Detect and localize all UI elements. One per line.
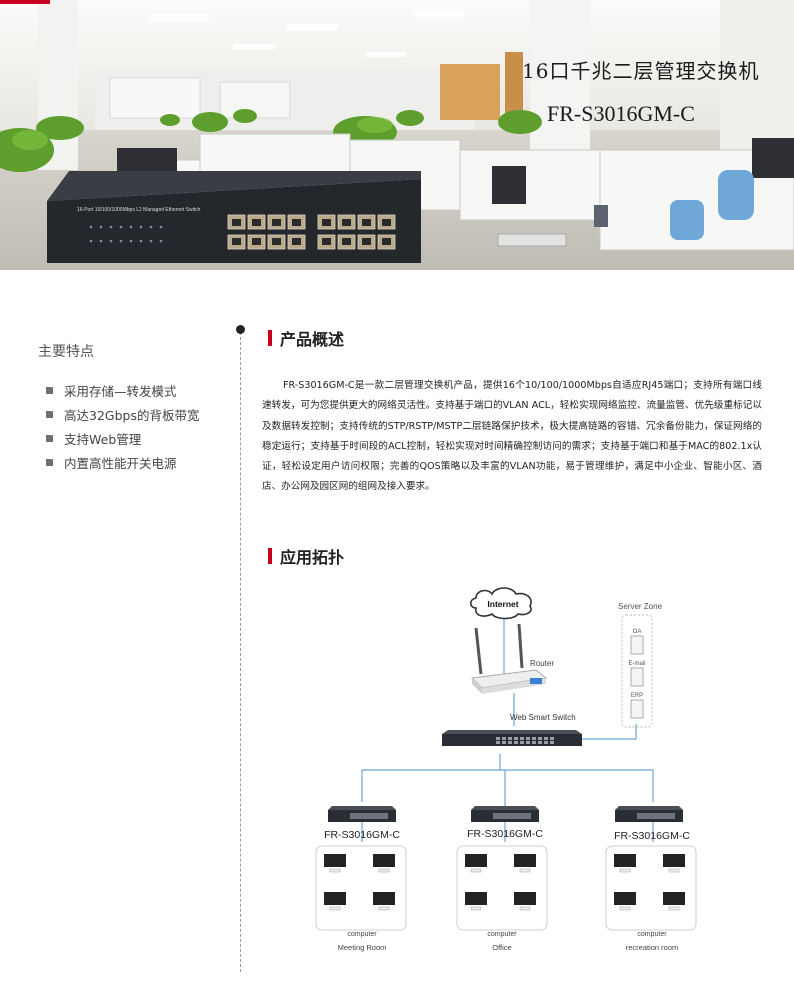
heading-accent-bar xyxy=(268,330,272,346)
branch-switch-label: FR-S3016GM-C xyxy=(467,828,543,840)
banner-model: FR-S3016GM-C xyxy=(547,101,695,126)
branch-switch-label: FR-S3016GM-C xyxy=(614,830,690,842)
server-zone-frame xyxy=(621,614,653,728)
branch-switch-icon xyxy=(328,806,396,822)
features-list: 采用存储—转发模式 高达32Gbps的背板带宽 支持Web管理 内置高性能开关电… xyxy=(46,378,199,474)
branch-switch-icon xyxy=(471,806,539,822)
room-label: Office xyxy=(492,943,511,952)
feature-item: 内置高性能开关电源 xyxy=(46,450,199,474)
square-bullet-icon xyxy=(46,410,53,418)
feature-text: 支持Web管理 xyxy=(64,431,142,447)
features-title: 主要特点 xyxy=(38,344,94,360)
square-bullet-icon xyxy=(46,386,53,394)
topology-heading-text: 应用拓扑 xyxy=(280,548,345,567)
computer-group-icon xyxy=(324,854,395,905)
feature-item: 采用存储—转发模式 xyxy=(46,378,199,402)
topology-diagram: Internet Router Server Zone OA E-mail ER… xyxy=(315,587,697,952)
feature-item: 支持Web管理 xyxy=(46,426,199,450)
computer-group-icon xyxy=(465,854,536,905)
server-icon xyxy=(630,699,644,719)
branch-switch-icon xyxy=(615,806,683,822)
accent-tab xyxy=(0,0,50,4)
hero-switch-label: 16-Port 10/100/1000Mbps L2 Managed Ether… xyxy=(77,207,201,213)
server-zone-label: Server Zone xyxy=(618,602,663,611)
computer-label: computer xyxy=(487,931,517,938)
divider-dot xyxy=(236,325,245,334)
internet-label: Internet xyxy=(487,599,518,609)
overview-heading: 产品概述 xyxy=(268,326,344,350)
branch-switch-label: FR-S3016GM-C xyxy=(324,829,400,841)
computer-group-icon xyxy=(614,854,685,905)
overview-heading-text: 产品概述 xyxy=(280,330,345,349)
feature-text: 内置高性能开关电源 xyxy=(64,455,177,471)
room-label: Meeting Room xyxy=(338,943,387,952)
core-switch-icon xyxy=(442,730,582,746)
server-label: ERP xyxy=(631,693,643,699)
topology-heading: 应用拓扑 xyxy=(268,544,344,568)
router-label: Router xyxy=(530,659,554,668)
internet-cloud-icon xyxy=(469,587,532,620)
server-label: E-mail xyxy=(628,661,645,667)
computer-label: computer xyxy=(347,931,377,938)
server-icon xyxy=(630,667,644,687)
feature-text: 采用存储—转发模式 xyxy=(64,383,177,399)
link-lines xyxy=(361,614,654,842)
hero-switch-image: 16-Port 10/100/1000Mbps L2 Managed Ether… xyxy=(47,171,421,263)
hero-banner: 16口千兆二层管理交换机 FR-S3016GM-C xyxy=(0,0,794,270)
computer-label: computer xyxy=(637,931,667,938)
core-switch-label: Web Smart Switch xyxy=(510,713,576,722)
section-divider xyxy=(240,332,241,972)
feature-text: 高达32Gbps的背板带宽 xyxy=(64,407,200,423)
router-icon xyxy=(470,623,548,694)
server-icon xyxy=(630,635,644,655)
room-label: recreation room xyxy=(626,943,679,952)
overview-paragraph: FR-S3016GM-C是一款二层管理交换机产品，提供16个10/100/100… xyxy=(262,380,762,493)
square-bullet-icon xyxy=(46,434,53,442)
feature-item: 高达32Gbps的背板带宽 xyxy=(46,402,199,426)
square-bullet-icon xyxy=(46,458,53,466)
heading-accent-bar xyxy=(268,548,272,564)
server-label: OA xyxy=(633,629,642,635)
banner-title: 16口千兆二层管理交换机 xyxy=(522,59,760,83)
